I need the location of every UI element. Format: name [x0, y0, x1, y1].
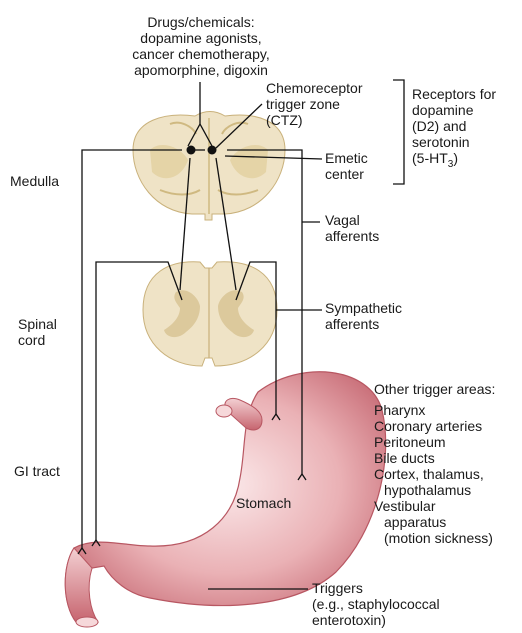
stomach-label: Stomach	[236, 495, 291, 511]
spinal-line-1: Spinal	[18, 316, 57, 332]
other-trigger-areas: Other trigger areas: Pharynx Coronary ar…	[374, 381, 495, 546]
ctz-line-1: Chemoreceptor	[266, 80, 363, 96]
ctz-line-3: (CTZ)	[266, 112, 363, 128]
receptors-line-4: serotonin	[412, 134, 496, 150]
other-title: Other trigger areas:	[374, 381, 495, 397]
receptors-line-1: Receptors for	[412, 86, 496, 102]
ctz-label: Chemoreceptor trigger zone (CTZ)	[266, 80, 363, 128]
receptors-line-3: (D2) and	[412, 118, 496, 134]
vagal-afferents-label: Vagal afferents	[325, 212, 379, 244]
other-item: Coronary arteries	[374, 418, 495, 434]
duodenum-opening	[76, 617, 98, 627]
esophagus-opening	[216, 405, 232, 417]
drugs-line-1: Drugs/chemicals:	[108, 14, 294, 30]
triggers-line-1: Triggers	[312, 580, 440, 596]
other-item: hypothalamus	[374, 482, 495, 498]
drugs-line-4: apomorphine, digoxin	[108, 62, 294, 78]
emetic-line-1: Emetic	[325, 150, 368, 166]
other-item: apparatus	[374, 514, 495, 530]
receptors-label: Receptors for dopamine (D2) and serotoni…	[412, 86, 496, 173]
other-item: Peritoneum	[374, 434, 495, 450]
sympathetic-line-2: afferents	[325, 316, 402, 332]
other-item: Vestibular	[374, 498, 495, 514]
vagal-line-1: Vagal	[325, 212, 379, 228]
triggers-label: Triggers (e.g., staphylococcal enterotox…	[312, 580, 440, 628]
ctz-line-2: trigger zone	[266, 96, 363, 112]
drugs-line-3: cancer chemotherapy,	[108, 46, 294, 62]
spinal-line-2: cord	[18, 332, 57, 348]
drugs-line-2: dopamine agonists,	[108, 30, 294, 46]
other-item: (motion sickness)	[374, 530, 495, 546]
receptors-line-2: dopamine	[412, 102, 496, 118]
medulla-label: Medulla	[10, 173, 59, 189]
triggers-line-3: enterotoxin)	[312, 612, 440, 628]
vagal-line-2: afferents	[325, 228, 379, 244]
sympathetic-afferents-label: Sympathetic afferents	[325, 300, 402, 332]
receptors-line-5: (5-HT3)	[412, 150, 496, 173]
spinal-cord-section	[143, 262, 277, 366]
other-item: Pharynx	[374, 402, 495, 418]
gi-tract-label: GI tract	[14, 463, 60, 479]
drugs-label: Drugs/chemicals: dopamine agonists, canc…	[108, 14, 294, 78]
spinal-cord-label: Spinal cord	[18, 316, 57, 348]
triggers-line-2: (e.g., staphylococcal	[312, 596, 440, 612]
emetic-center-label: Emetic center	[325, 150, 368, 182]
other-item: Bile ducts	[374, 450, 495, 466]
medulla-section	[133, 112, 285, 221]
sympathetic-line-1: Sympathetic	[325, 300, 402, 316]
emetic-line-2: center	[325, 166, 368, 182]
other-item: Cortex, thalamus,	[374, 466, 495, 482]
